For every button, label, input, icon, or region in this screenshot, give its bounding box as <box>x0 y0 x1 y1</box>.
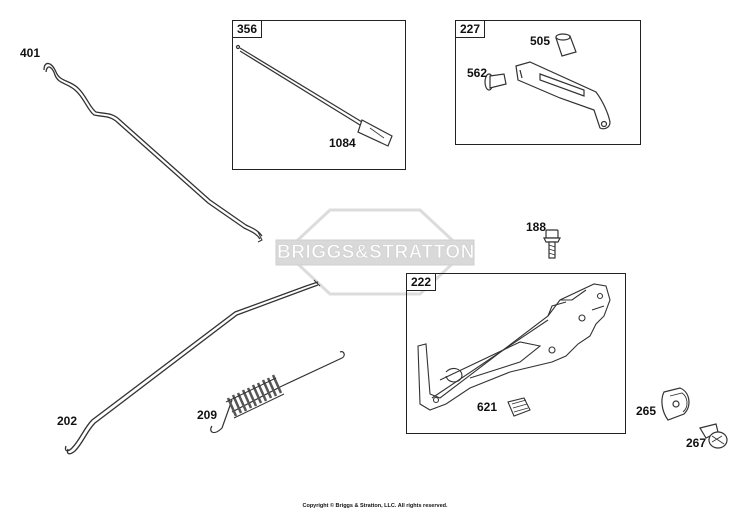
label-621: 621 <box>477 400 498 414</box>
label-505: 505 <box>530 34 551 48</box>
lever-227 <box>515 61 611 130</box>
rod-202 <box>64 279 321 455</box>
box-356-tag: 356 <box>232 20 263 38</box>
clip-621 <box>507 397 531 417</box>
screw-267 <box>699 423 728 449</box>
label-202: 202 <box>57 414 78 428</box>
bolt-188 <box>543 229 561 259</box>
label-209: 209 <box>197 408 218 422</box>
cable-1084 <box>235 44 393 147</box>
rod-401 <box>43 62 263 243</box>
brand-watermark-text: BRIGGS&STRATTON <box>277 242 475 264</box>
label-267: 267 <box>686 436 707 450</box>
label-401: 401 <box>20 46 41 60</box>
pin-562 <box>484 73 507 91</box>
label-1084: 1084 <box>329 136 356 150</box>
copyright-notice: Copyright © Briggs & Stratton, LLC. All … <box>302 503 448 509</box>
box-222: 222 <box>406 273 626 434</box>
bushing-505 <box>555 33 577 57</box>
brand-watermark <box>275 208 475 296</box>
bracket-265 <box>661 387 690 421</box>
box-356: 356 <box>232 20 406 170</box>
box-222-tag: 222 <box>406 273 437 291</box>
box-227-tag: 227 <box>455 20 486 38</box>
bracket-222 <box>417 283 611 411</box>
spring-209 <box>210 351 345 434</box>
box-227: 227 <box>455 20 641 145</box>
label-265: 265 <box>636 404 657 418</box>
label-562: 562 <box>467 66 488 80</box>
label-188: 188 <box>526 220 547 234</box>
